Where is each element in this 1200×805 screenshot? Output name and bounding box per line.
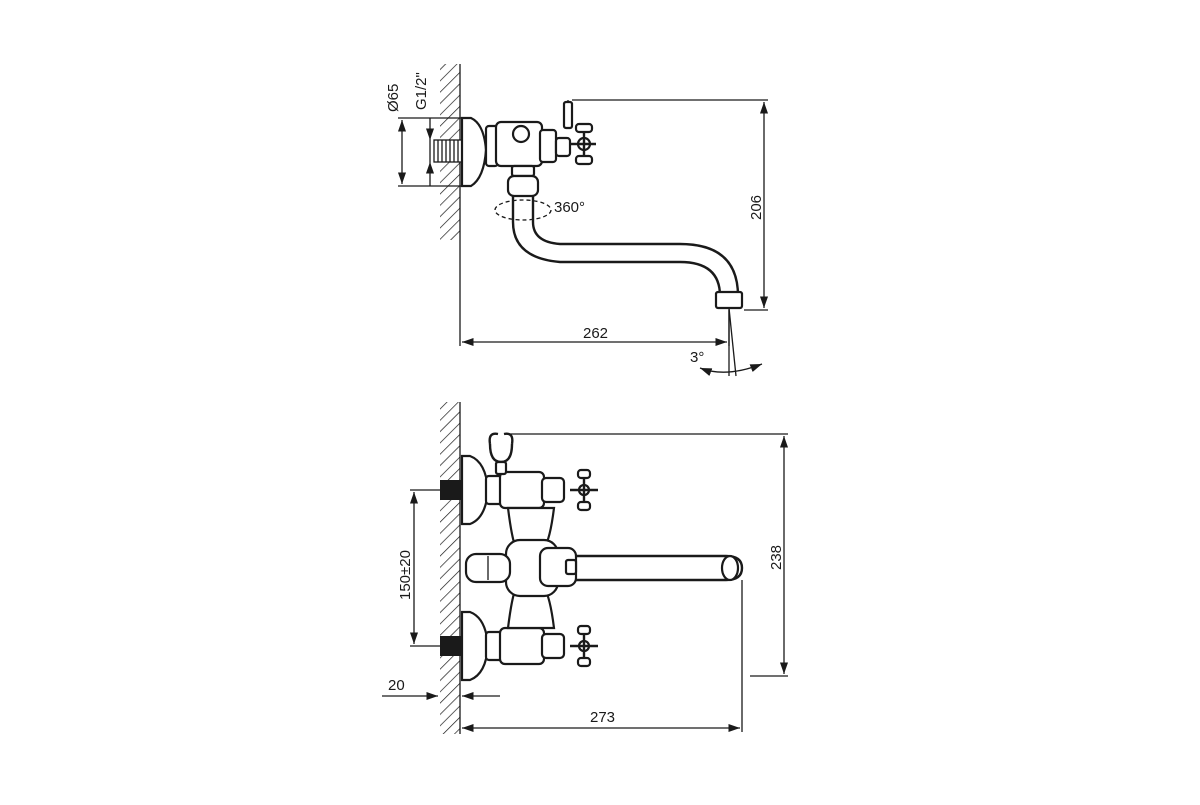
cross-handle-upper[interactable]	[570, 468, 598, 512]
dim-thread-line: G1/2"	[413, 72, 435, 186]
inlet-lower	[440, 636, 462, 656]
dim-spout-angle: 3°	[690, 349, 704, 366]
rosette-upper	[460, 454, 490, 526]
dim-height-bottom-line: 238	[506, 433, 789, 677]
dim-rotation: 360°	[554, 199, 585, 216]
dim-centers-line: 150±20	[397, 489, 440, 647]
swivel-nut	[506, 164, 540, 198]
dim-rosette-diameter: Ø65	[385, 84, 402, 112]
dim-wall-offset: 20	[388, 677, 405, 694]
spout-side	[511, 196, 744, 310]
dim-thread: G1/2"	[413, 72, 430, 110]
dim-reach-top-line: 262	[459, 240, 730, 347]
dim-rosette-line: Ø65	[385, 84, 470, 187]
front-view: 150±20 238 20 273	[382, 402, 789, 734]
valve-upper	[484, 470, 566, 510]
inlet-pipe-top	[433, 139, 467, 163]
dim-height-bottom: 238	[768, 545, 785, 570]
dim-reach-top: 262	[583, 325, 608, 342]
side-view: 360° 3° Ø65 G1/2" 206	[385, 64, 769, 377]
dim-reach-bottom: 273	[590, 709, 615, 726]
spout-front	[576, 554, 744, 582]
rosette-lower	[460, 610, 490, 682]
dim-wall-offset-line: 20	[382, 677, 500, 701]
mixer-body-front	[464, 506, 578, 630]
dim-height-top-line: 206	[572, 99, 769, 311]
inlet-upper	[440, 480, 462, 500]
dim-reach-bottom-line: 273	[462, 580, 743, 733]
dim-centers: 150±20	[397, 550, 414, 600]
dim-height-top: 206	[748, 195, 765, 220]
cross-handle-side[interactable]	[570, 122, 596, 166]
valve-lower	[484, 626, 566, 666]
shower-holder[interactable]	[488, 432, 514, 476]
rotation-indicator: 360°	[494, 199, 585, 221]
cross-handle-lower[interactable]	[570, 624, 598, 668]
diverter-lever[interactable]	[562, 100, 574, 130]
mixer-body-side	[484, 120, 572, 168]
wall-bottom	[440, 402, 461, 734]
rosette-top	[460, 116, 488, 188]
